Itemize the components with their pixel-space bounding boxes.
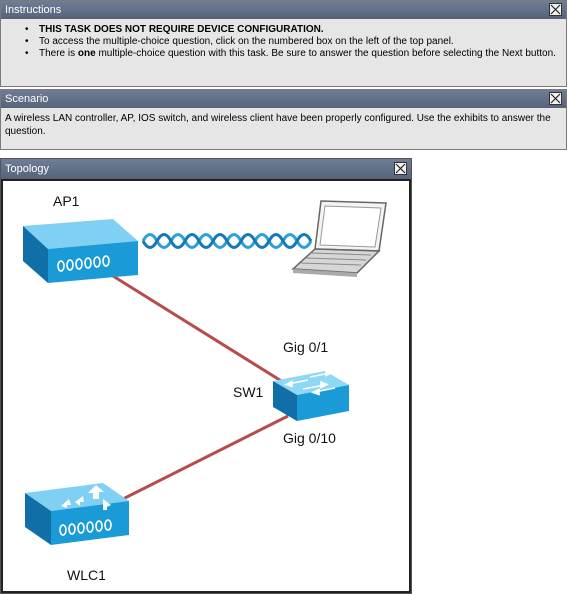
topology-panel: Topology xyxy=(0,158,412,594)
close-icon[interactable] xyxy=(394,162,407,175)
instruction-item: THIS TASK DOES NOT REQUIRE DEVICE CONFIG… xyxy=(25,24,560,36)
ap1-label: AP1 xyxy=(53,193,80,209)
wireless-link-icon xyxy=(141,233,313,249)
instructions-list: THIS TASK DOES NOT REQUIRE DEVICE CONFIG… xyxy=(21,24,560,60)
scenario-title: Scenario xyxy=(5,93,49,105)
instruction-item: To access the multiple-choice question, … xyxy=(25,36,560,48)
link-sw1-wlc1 xyxy=(122,414,289,501)
topology-titlebar: Topology xyxy=(1,159,411,179)
laptop-icon[interactable] xyxy=(291,200,387,277)
scenario-text: A wireless LAN controller, AP, IOS switc… xyxy=(1,108,566,149)
instructions-panel: Instructions THIS TASK DOES NOT REQUIRE … xyxy=(0,0,567,87)
access-point-icon[interactable] xyxy=(23,219,138,283)
gig01-label: Gig 0/1 xyxy=(283,339,329,355)
instruction-item: There is one multiple-choice question wi… xyxy=(25,48,560,60)
instructions-title: Instructions xyxy=(5,4,62,16)
instructions-body: THIS TASK DOES NOT REQUIRE DEVICE CONFIG… xyxy=(1,19,566,86)
sw1-label: SW1 xyxy=(233,384,264,400)
scenario-panel: Scenario A wireless LAN controller, AP, … xyxy=(0,89,567,150)
instructions-titlebar: Instructions xyxy=(1,1,566,19)
link-ap1-sw1 xyxy=(112,274,300,394)
wlc1-label: WLC1 xyxy=(67,567,106,583)
topology-diagram: AP1 Gig 0/1 SW1 Gig 0/10 WLC1 xyxy=(1,179,411,593)
close-icon[interactable] xyxy=(549,3,562,16)
gig010-label: Gig 0/10 xyxy=(283,430,336,446)
switch-icon[interactable] xyxy=(273,368,349,421)
wlc-icon[interactable] xyxy=(25,483,129,545)
topology-title: Topology xyxy=(5,163,50,175)
close-icon[interactable] xyxy=(549,92,562,105)
scenario-titlebar: Scenario xyxy=(1,90,566,108)
